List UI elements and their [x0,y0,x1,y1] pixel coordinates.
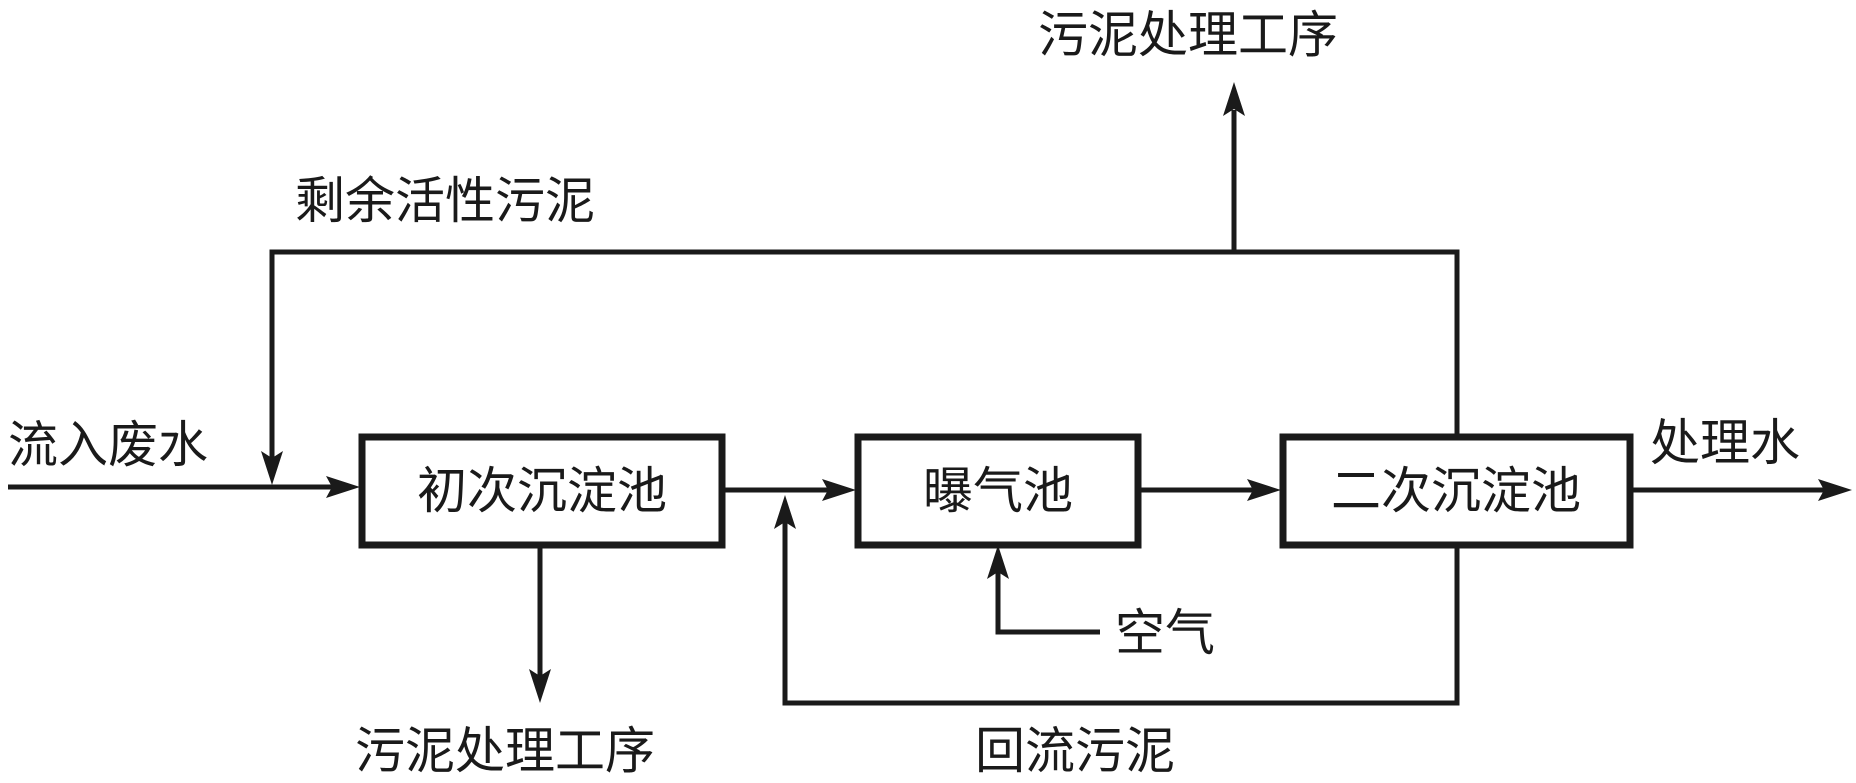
air-label: 空气 [1115,604,1215,662]
sludge-treatment-top-label: 污泥处理工序 [1038,6,1338,64]
excess-sludge-line [269,249,1460,460]
arrow-head-bottom-sludge-treatment [529,669,551,703]
aeration-tank-label: 曝气池 [923,462,1073,520]
arrow-head-into-primary [326,476,360,498]
arrow-head-into-aeration [822,479,856,501]
arrow-head-into-secondary [1247,479,1281,501]
arrow-head-effluent [1818,479,1852,501]
primary-clarifier-box [358,433,726,549]
air-line [995,570,1100,635]
return-sludge-label: 回流污泥 [975,722,1175,780]
arrow-head-air [987,545,1009,579]
excess-sludge-label: 剩余活性污泥 [295,172,595,230]
sludge-treatment-bottom-label: 污泥处理工序 [355,722,655,780]
influent-label: 流入废水 [8,416,208,474]
effluent-label: 处理水 [1650,414,1800,472]
secondary-clarifier-label: 二次沉淀池 [1331,462,1581,520]
primary-clarifier-label: 初次沉淀池 [417,462,667,520]
return-sludge-line [782,520,1460,706]
arrow-head-top-sludge-treatment [1223,82,1245,116]
arrow-head-return-sludge [774,495,796,529]
aeration-tank-box [854,433,1142,549]
secondary-clarifier-box [1279,433,1634,549]
arrow-head-excess-sludge [261,451,283,485]
